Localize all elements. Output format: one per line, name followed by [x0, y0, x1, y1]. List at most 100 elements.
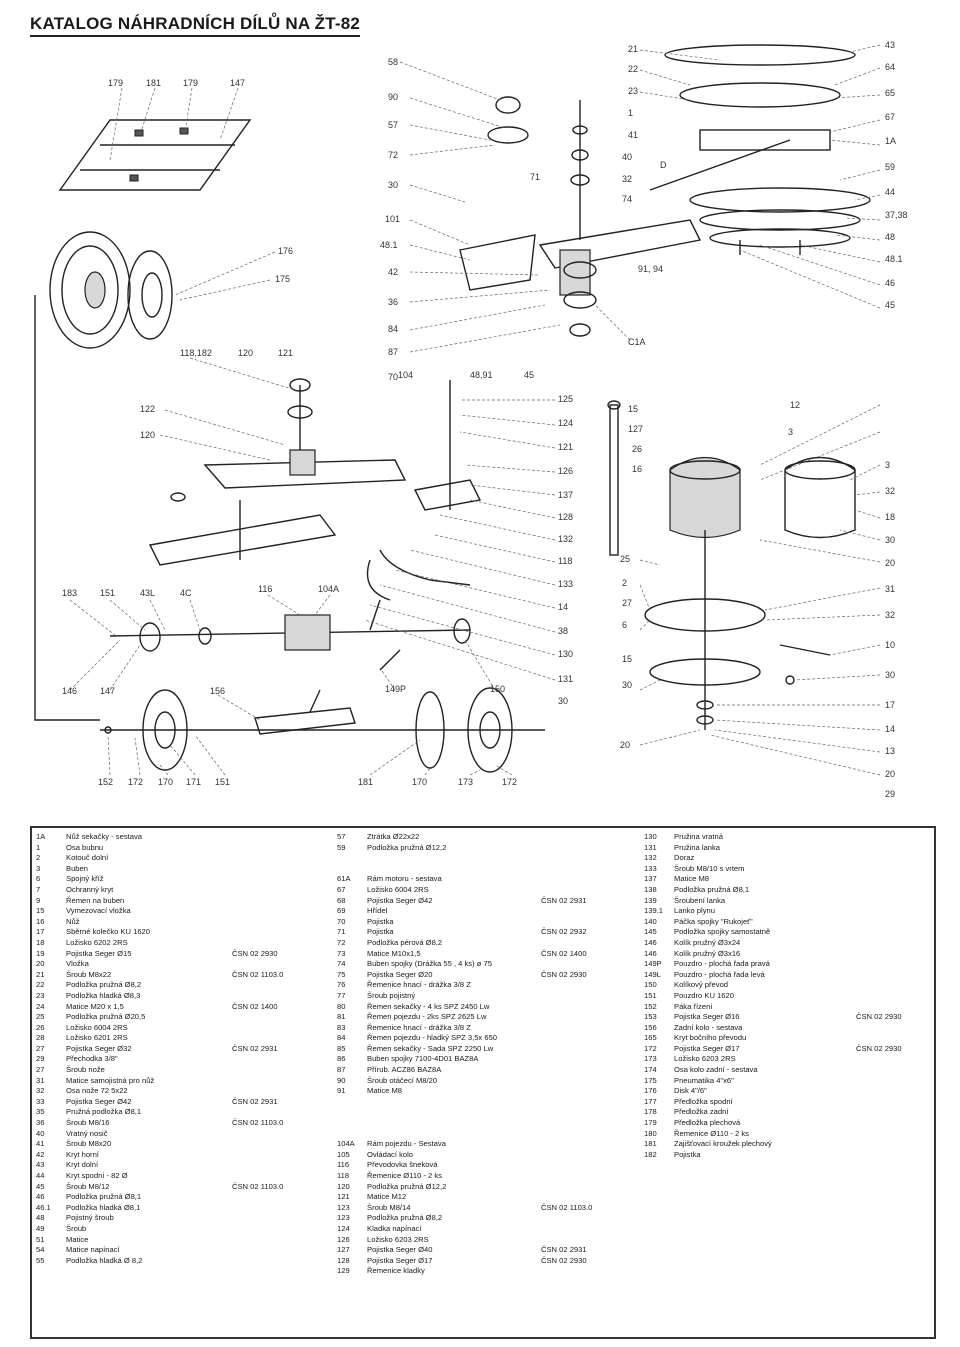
part-norm: ČSN 02 2930: [541, 1255, 587, 1265]
part-name: Kryt horní: [66, 1149, 99, 1159]
part-number: 68: [337, 895, 346, 905]
part-name: Zajišťovací kroužek plechový: [674, 1139, 772, 1149]
callout: 151: [100, 588, 115, 598]
callout: 72: [388, 150, 398, 160]
parts-list-item: 181 Zajišťovací kroužek plechový: [644, 1139, 934, 1150]
part-number: 46.1: [36, 1202, 51, 1212]
part-name: Řemen pojezdu - 2ks SPZ 2625 Lw: [367, 1012, 487, 1022]
part-name: Přechodka 3/8": [66, 1054, 118, 1064]
callout: 46: [885, 278, 895, 288]
callout: 132: [558, 534, 573, 544]
part-number: 45: [36, 1181, 45, 1191]
callout: 12: [790, 400, 800, 410]
part-number: 2: [36, 853, 41, 863]
callout: 4C: [180, 588, 192, 598]
callout: 124: [558, 418, 573, 428]
part-number: 41: [36, 1139, 45, 1149]
parts-list-item: [337, 1129, 637, 1140]
part-number: 25: [36, 1012, 45, 1022]
part-name: Šroub M8/10 s vrtem: [674, 863, 745, 873]
part-number: 42: [36, 1149, 45, 1159]
part-name: Pouzdro - plochá řada levá: [674, 969, 765, 979]
part-number: 84: [337, 1033, 346, 1043]
part-name: Řemen pojezdu - hladký SPZ 3,5x 650: [367, 1033, 498, 1043]
part-name: Podložka hladká Ø8,3: [66, 990, 141, 1000]
part-number: 27: [36, 1065, 45, 1075]
part-name: Podložka spojky samostatně: [674, 927, 771, 937]
part-name: Kryt bočního převodu: [674, 1033, 747, 1043]
part-name: Rám pojezdu - Sestava: [367, 1139, 446, 1149]
callout: 90: [388, 92, 398, 102]
callout: 84: [388, 324, 398, 334]
mower-drum-assembly: [607, 400, 856, 730]
part-number: 31: [36, 1075, 45, 1085]
part-number: 57: [337, 832, 346, 841]
part-name: Pojistka: [367, 927, 394, 937]
callout: 29: [885, 789, 895, 799]
part-name: Předložka zadní: [674, 1107, 729, 1117]
part-number: 27: [36, 1043, 45, 1053]
part-number: 175: [644, 1075, 657, 1085]
part-name: Pneumatika 4"x6": [674, 1075, 734, 1085]
part-number: 23: [36, 990, 45, 1000]
part-number: 181: [644, 1139, 657, 1149]
part-name: Nůž sekačky - sestava: [66, 832, 142, 841]
callout: 147: [230, 78, 245, 88]
part-number: 46: [36, 1192, 45, 1202]
callout: D: [660, 160, 667, 170]
part-number: 145: [644, 927, 657, 937]
part-number: 76: [337, 980, 346, 990]
part-number: 149L: [644, 969, 661, 979]
callout: 172: [502, 777, 517, 787]
gearbox-axle: [109, 614, 471, 671]
part-number: 49: [36, 1223, 45, 1233]
part-number: 77: [337, 990, 346, 1000]
part-number: 176: [644, 1086, 657, 1096]
part-name: Buben: [66, 863, 88, 873]
part-name: Řemenice hnací - drážka 3/8 Z: [367, 1022, 471, 1032]
callout: 45: [524, 370, 534, 380]
part-number: 149P: [644, 959, 662, 969]
part-name: Ztrátka Ø22x22: [367, 832, 420, 841]
part-name: Kolík pružný Ø3x16: [674, 948, 741, 958]
callout: 2: [622, 578, 627, 588]
part-name: Osa bubnu: [66, 842, 104, 852]
part-norm: ČSN 02 2930: [856, 1043, 902, 1053]
leader-lines: [69, 44, 881, 776]
callout: 20: [885, 558, 895, 568]
part-number: 140: [644, 916, 657, 926]
part-number: 73: [337, 948, 346, 958]
part-name: Nůž: [66, 916, 80, 926]
callout: 30: [388, 180, 398, 190]
part-name: Matice M20 x 1,5: [66, 1001, 124, 1011]
callout: 41: [628, 130, 638, 140]
part-number: 59: [337, 842, 346, 852]
part-name: Šroub nože: [66, 1065, 105, 1075]
callout: 118: [558, 556, 572, 566]
rear-axle-wheels: [100, 687, 545, 773]
